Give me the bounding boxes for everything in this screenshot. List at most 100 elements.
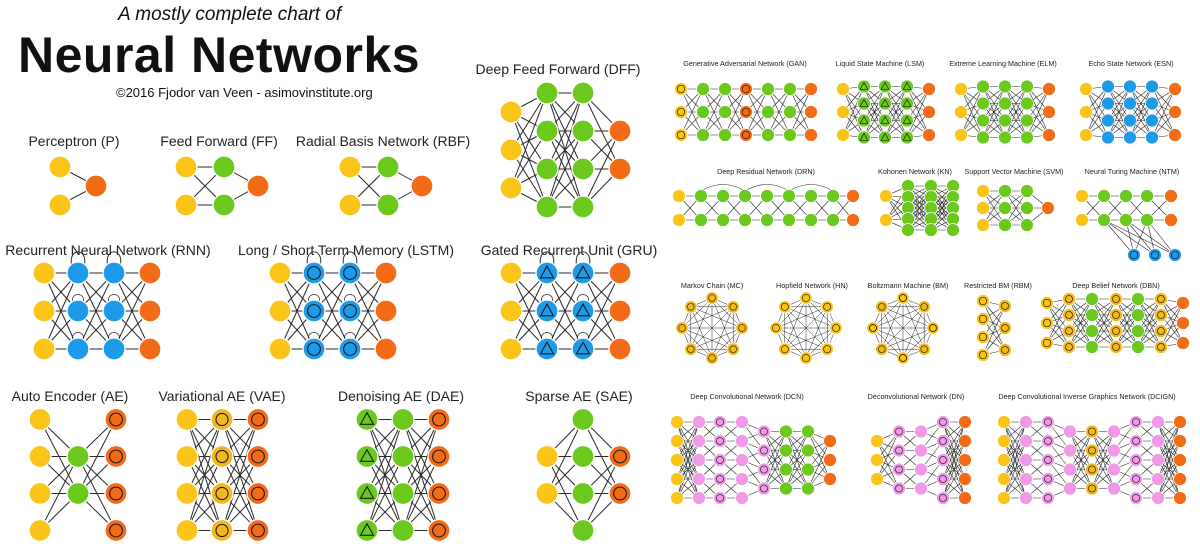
edge (546, 130, 584, 208)
nodes-dn (870, 415, 972, 505)
nodes-mc (675, 291, 749, 365)
hidden-cell (1020, 79, 1034, 94)
input-cell (268, 261, 292, 285)
network-dcn: Deep Convolutional Network (DCN) (670, 392, 837, 505)
gated-memory-cell (571, 299, 595, 323)
convolution-cell (757, 462, 771, 477)
probabilistic-cell (875, 342, 889, 356)
input-cell (175, 407, 199, 432)
network-rnn: Recurrent Neural Network (RNN) (5, 242, 211, 361)
recurrent-loop (308, 332, 320, 340)
nodes-ff (174, 155, 270, 217)
hidden-cell (1131, 292, 1145, 306)
input-cell (672, 189, 686, 203)
hidden-cell (391, 407, 415, 432)
hidden-cell (716, 189, 730, 203)
recurrent-cell (66, 337, 90, 361)
output-cell (608, 261, 632, 285)
output-cell (608, 119, 632, 143)
hidden-cell (1131, 340, 1145, 354)
backfed-input-cell (926, 321, 940, 335)
network-rbm: Restricted BM (RBM) (964, 281, 1032, 362)
edge (767, 88, 791, 136)
probabilistic-cell (705, 351, 719, 365)
edge (775, 327, 807, 359)
label-esn: Echo State Network (ESN) (1088, 59, 1173, 68)
memory-cell (302, 299, 326, 323)
probabilistic-cell (1062, 340, 1076, 354)
match-input-output-cell (739, 128, 753, 142)
input-cell (1079, 128, 1093, 142)
edge (784, 306, 807, 359)
hidden-cell (1097, 213, 1111, 227)
hidden-cell (779, 481, 793, 496)
edge (881, 306, 925, 350)
edge (1003, 421, 1027, 480)
edge (807, 440, 831, 489)
nodes-kn (879, 179, 960, 237)
edge (1004, 86, 1028, 138)
edge (1026, 88, 1050, 138)
probabilistic-cell (998, 343, 1012, 357)
input-cell (499, 176, 523, 200)
convolution-cell (1129, 453, 1143, 467)
backfed-input-cell (778, 342, 792, 356)
input-cell (499, 261, 523, 285)
convolution-cell (892, 443, 906, 458)
recurrent-loop (72, 332, 84, 340)
label-bm: Boltzmann Machine (BM) (868, 281, 949, 290)
edges-lstm (279, 251, 387, 350)
memory-cell (338, 299, 362, 323)
hidden-cell (738, 213, 752, 227)
input-cell (976, 218, 990, 232)
edge (785, 450, 809, 489)
input-cell (836, 128, 850, 142)
convolution-cell (1019, 491, 1033, 505)
label-gru: Gated Recurrent Unit (GRU) (481, 242, 658, 258)
edge (942, 421, 966, 461)
edge (881, 306, 934, 329)
edge (582, 272, 621, 350)
input-cell (997, 415, 1011, 429)
input-cell (836, 105, 850, 119)
hidden-cell (924, 223, 938, 237)
edge (186, 419, 223, 531)
input-cell (338, 193, 362, 217)
edge (784, 306, 837, 329)
hidden-cell (878, 130, 892, 145)
edge (1068, 298, 1093, 348)
recurrent-loop (541, 332, 553, 340)
hidden-cell (783, 128, 797, 142)
label-dcign: Deep Convolutional Inverse Graphics Netw… (998, 392, 1175, 401)
edges-mc (681, 297, 743, 359)
recurrent-loop (577, 294, 589, 302)
nodes-dbn (1040, 292, 1190, 354)
hidden-cell (900, 79, 914, 94)
edge (1151, 88, 1176, 138)
network-p: Perceptron (P) (28, 133, 120, 217)
edge (881, 306, 904, 359)
backfed-input-cell (820, 300, 834, 314)
output-cell (958, 491, 972, 505)
edge (842, 86, 865, 136)
backfed-input-cell (829, 321, 843, 335)
convolution-cell (735, 415, 749, 429)
output-cell (804, 82, 818, 96)
edge (349, 272, 387, 350)
hidden-cell (976, 113, 990, 128)
input-cell (28, 481, 52, 506)
input-cell (670, 453, 684, 467)
hidden-cell (761, 82, 775, 96)
probabilistic-cell (1109, 340, 1123, 354)
match-input-output-cell (608, 444, 632, 469)
hidden-cell (998, 184, 1012, 198)
convolution-cell (892, 481, 906, 496)
edge (77, 272, 115, 350)
hidden-cell (535, 195, 559, 219)
edge (1157, 421, 1181, 461)
recurrent-cell (102, 337, 126, 361)
edge (785, 431, 809, 489)
input-cell (870, 472, 884, 486)
nodes-vae (175, 407, 270, 543)
convolution-cell (1063, 424, 1077, 439)
